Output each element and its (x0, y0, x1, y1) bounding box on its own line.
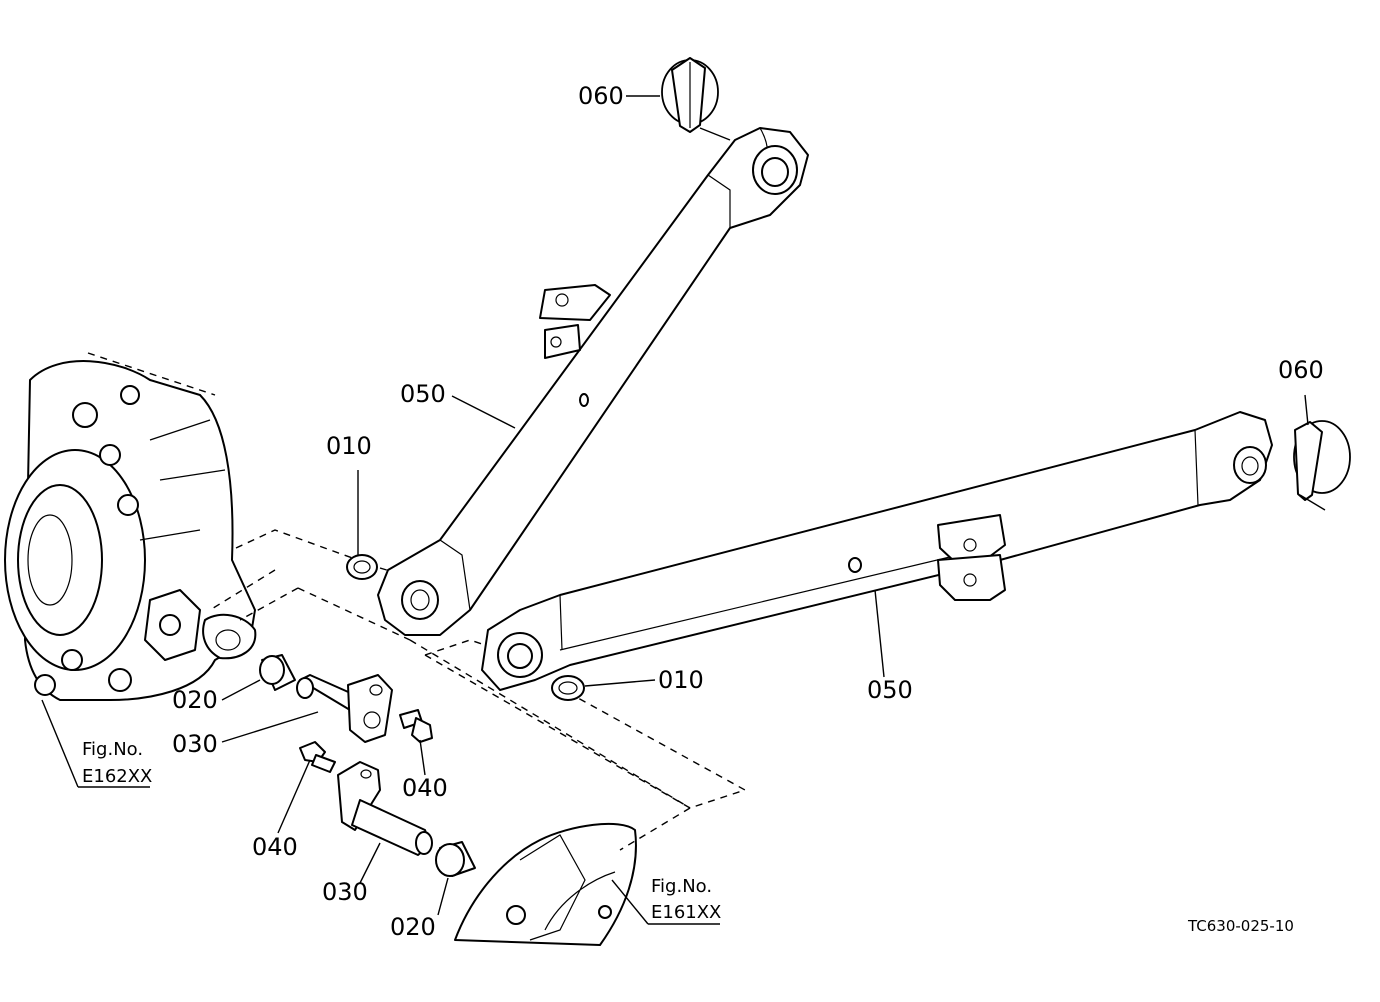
callout-030-upper: 030 (172, 730, 218, 758)
fig-ref-left-number: E162XX (82, 766, 152, 787)
fig-ref-left-label: Fig.No. (82, 739, 143, 760)
callout-040-lower: 040 (252, 833, 298, 861)
collar-020-lower (435, 841, 476, 877)
bolt-040-lower (299, 741, 336, 773)
lynch-pin-top (661, 57, 719, 133)
callout-020-lower: 020 (390, 913, 436, 941)
lift-arm-upper (377, 127, 809, 636)
callout-050-right: 050 (867, 676, 913, 704)
callout-040-upper: 040 (402, 774, 448, 802)
drawing-code: TC630-025-10 (1187, 917, 1294, 935)
callout-030-lower: 030 (322, 878, 368, 906)
collar-020-upper (259, 654, 296, 691)
lynch-pin-right (1293, 420, 1351, 501)
callout-010-right: 010 (658, 666, 704, 694)
callout-060-top: 060 (578, 82, 624, 110)
fig-ref-right-label: Fig.No. (651, 876, 712, 897)
pin-030-upper (296, 674, 393, 743)
leader-lines (41, 95, 1326, 925)
lift-arm-lower (481, 411, 1273, 691)
bolt-040-upper (399, 709, 433, 743)
callout-010-left: 010 (326, 432, 372, 460)
bushing-010-right (551, 675, 585, 701)
callout-020-upper: 020 (172, 686, 218, 714)
callout-050-left: 050 (400, 380, 446, 408)
rear-bracket-housing (454, 822, 637, 946)
transmission-housing (4, 360, 257, 701)
callout-060-right: 060 (1278, 356, 1324, 384)
fig-ref-right-number: E161XX (651, 902, 721, 923)
bushing-010-left (346, 554, 378, 580)
pin-030-lower (337, 761, 433, 856)
